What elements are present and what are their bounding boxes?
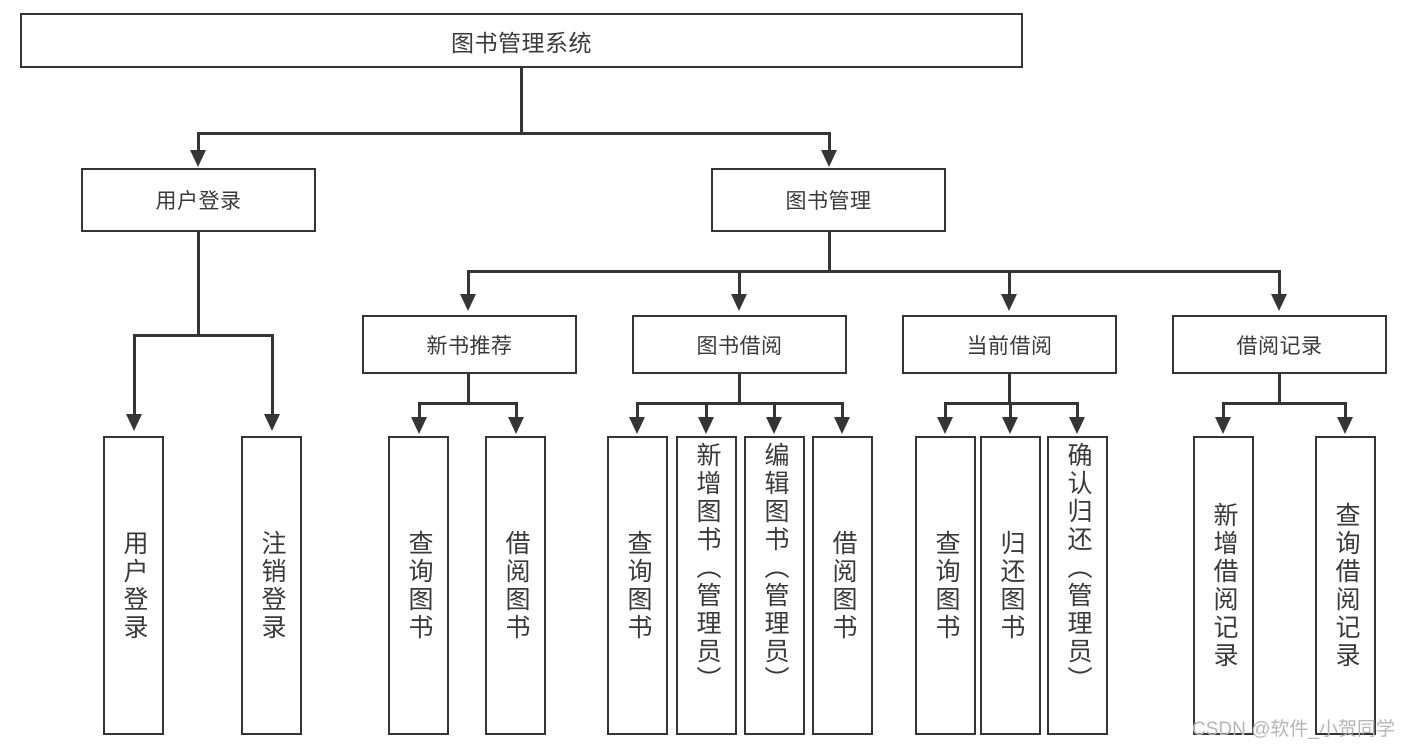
leaf-user-login-login[interactable]: 用户登录	[103, 436, 164, 735]
connector-book-mgmt-child-4	[1278, 270, 1281, 298]
leaf-book-borrow-edit-book-admin[interactable]: 编辑图书（管理员）	[744, 436, 805, 735]
leaf-book-borrow-query-book[interactable]: 查询图书	[607, 436, 668, 735]
connector-root-to-book-mgmt	[828, 132, 831, 154]
connector-borrow-record-bus	[1222, 402, 1346, 405]
node-label: 查询借阅记录	[1332, 501, 1360, 670]
node-book-management[interactable]: 图书管理	[711, 168, 946, 232]
arrowhead-current-borrow-child-2	[1002, 417, 1018, 434]
connector-current-borrow-child-3	[1076, 402, 1079, 420]
connector-book-mgmt-stem	[828, 232, 831, 272]
node-label: 图书借阅	[696, 334, 783, 358]
connector-borrow-record-child-1	[1222, 402, 1225, 420]
watermark-text: CSDN @软件_小贺同学	[1192, 719, 1395, 740]
node-root-system[interactable]: 图书管理系统	[20, 13, 1023, 68]
arrowhead-book-borrow-child-3	[766, 417, 782, 434]
arrowhead-book-borrow-child-1	[629, 417, 645, 434]
connector-borrow-record-child-2	[1344, 402, 1347, 420]
arrowhead-book-borrow-child-4	[834, 417, 850, 434]
connector-book-mgmt-child-1	[467, 270, 470, 298]
leaf-new-book-query-book[interactable]: 查询图书	[388, 436, 449, 735]
arrowhead-user-login-child-1	[126, 414, 142, 431]
arrowhead-root-to-book-mgmt	[821, 150, 837, 167]
connector-book-mgmt-bus	[467, 270, 1281, 273]
connector-book-borrow-child-3	[773, 402, 776, 420]
node-label: 借阅记录	[1236, 334, 1323, 358]
arrowhead-book-mgmt-child-4	[1271, 294, 1287, 311]
connector-user-login-stem	[197, 232, 200, 336]
node-label: 查询图书	[932, 529, 960, 642]
arrowhead-book-borrow-child-2	[698, 417, 714, 434]
leaf-current-borrow-return-book[interactable]: 归还图书	[980, 436, 1041, 735]
node-label: 当前借阅	[966, 334, 1053, 358]
node-label: 图书管理	[785, 190, 872, 213]
node-borrow-record[interactable]: 借阅记录	[1172, 315, 1387, 374]
leaf-book-borrow-add-book-admin[interactable]: 新增图书（管理员）	[676, 436, 737, 735]
node-label: 查询图书	[405, 529, 433, 642]
node-label: 注销登录	[258, 529, 286, 642]
node-new-book-recommend[interactable]: 新书推荐	[362, 315, 577, 374]
arrowhead-user-login-child-2	[264, 414, 280, 431]
arrowhead-current-borrow-child-3	[1069, 417, 1085, 434]
connector-book-borrow-stem	[738, 374, 741, 404]
connector-borrow-record-stem	[1278, 374, 1281, 404]
leaf-current-borrow-confirm-return-admin[interactable]: 确认归还（管理员）	[1047, 436, 1108, 735]
node-current-borrow[interactable]: 当前借阅	[902, 315, 1117, 374]
connector-new-book-child-1	[418, 402, 421, 420]
leaf-borrow-record-query-record[interactable]: 查询借阅记录	[1315, 436, 1376, 735]
arrowhead-borrow-record-child-1	[1215, 417, 1231, 434]
node-label: 借阅图书	[502, 529, 530, 642]
connector-book-borrow-child-2	[705, 402, 708, 420]
leaf-borrow-record-add-record[interactable]: 新增借阅记录	[1193, 436, 1254, 735]
connector-current-borrow-stem	[1008, 374, 1011, 404]
node-label: 新增借阅记录	[1210, 501, 1238, 670]
connector-new-book-child-2	[515, 402, 518, 420]
leaf-user-login-logout[interactable]: 注销登录	[241, 436, 302, 735]
node-label: 确认归还（管理员）	[1064, 442, 1092, 694]
arrowhead-book-mgmt-child-2	[731, 294, 747, 311]
leaf-current-borrow-query-book[interactable]: 查询图书	[915, 436, 976, 735]
connector-current-borrow-child-1	[944, 402, 947, 420]
arrowhead-book-mgmt-child-3	[1001, 294, 1017, 311]
arrowhead-current-borrow-child-1	[937, 417, 953, 434]
leaf-new-book-borrow-book[interactable]: 借阅图书	[485, 436, 546, 735]
node-label: 新书推荐	[426, 334, 513, 358]
node-label: 归还图书	[997, 529, 1025, 642]
connector-book-borrow-child-4	[841, 402, 844, 420]
arrowhead-new-book-child-1	[411, 417, 427, 434]
connector-book-mgmt-child-2	[738, 270, 741, 298]
node-label: 图书管理系统	[451, 29, 592, 56]
connector-root-bus	[197, 132, 831, 135]
node-book-borrow[interactable]: 图书借阅	[632, 315, 847, 374]
arrowhead-borrow-record-child-2	[1337, 417, 1353, 434]
connector-current-borrow-child-2	[1009, 402, 1012, 420]
connector-new-book-stem	[467, 374, 470, 404]
connector-new-book-bus	[418, 402, 517, 405]
leaf-book-borrow-borrow-book[interactable]: 借阅图书	[812, 436, 873, 735]
connector-user-login-bus	[133, 334, 273, 337]
connector-book-mgmt-child-3	[1008, 270, 1011, 298]
connector-user-login-child-2	[271, 334, 274, 418]
node-label: 查询图书	[624, 529, 652, 642]
node-label: 用户登录	[155, 190, 242, 213]
connector-user-login-child-1	[133, 334, 136, 418]
connector-root-stem	[520, 68, 523, 134]
connector-book-borrow-child-1	[636, 402, 639, 420]
arrowhead-new-book-child-2	[508, 417, 524, 434]
node-label: 用户登录	[120, 529, 148, 642]
arrowhead-root-to-user-login	[190, 150, 206, 167]
connector-root-to-user-login	[197, 132, 200, 154]
connector-book-borrow-bus	[636, 402, 843, 405]
node-label: 借阅图书	[829, 529, 857, 642]
arrowhead-book-mgmt-child-1	[460, 294, 476, 311]
node-user-login[interactable]: 用户登录	[81, 168, 316, 232]
node-label: 编辑图书（管理员）	[761, 442, 789, 694]
node-label: 新增图书（管理员）	[693, 442, 721, 694]
